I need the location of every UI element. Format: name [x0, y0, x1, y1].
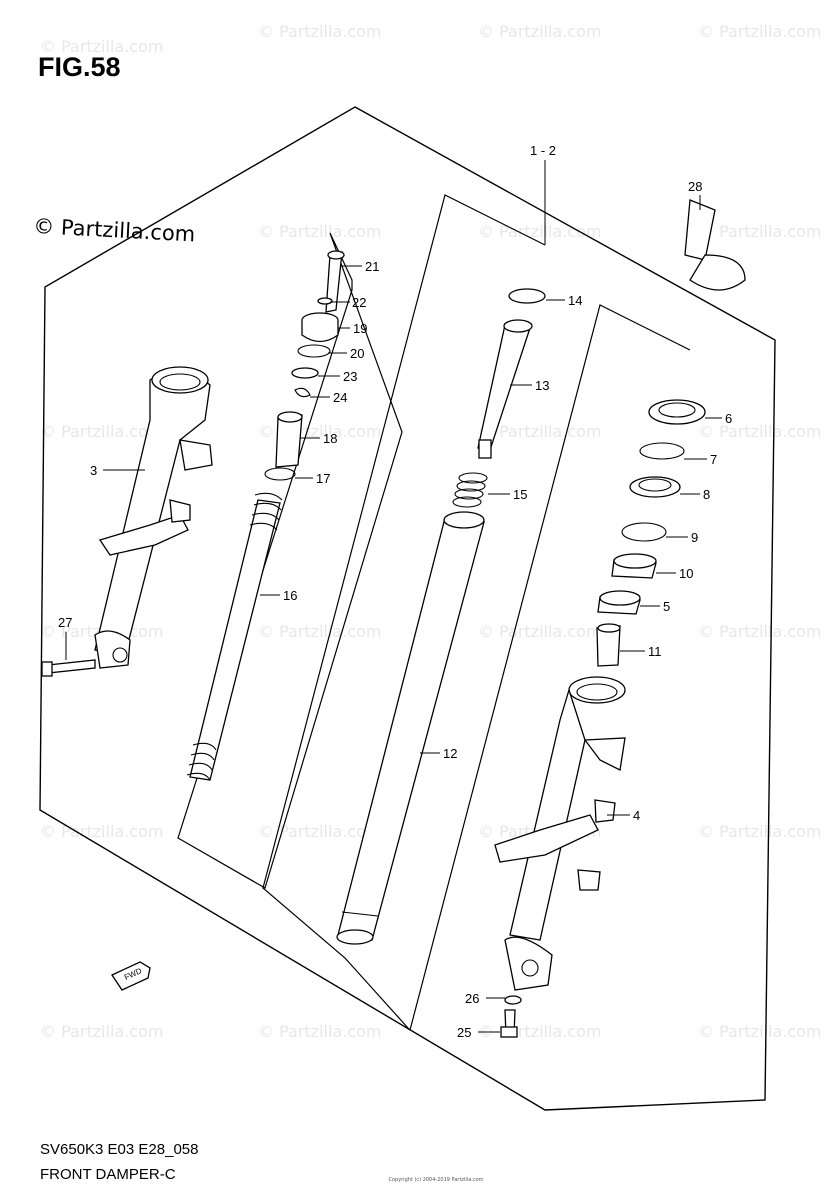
part-3-outer-tube-left [94, 366, 213, 669]
callout-11: 11 [648, 644, 662, 659]
panel-right-leg [409, 304, 691, 1031]
part-13-damper-rod [477, 319, 533, 459]
callout-28: 28 [688, 179, 702, 194]
callout-25: 25 [457, 1025, 471, 1040]
callout-10: 10 [679, 566, 693, 581]
callout-6: 6 [725, 411, 732, 426]
fine-print: Copyright (c) 2004-2019 Partzilla.com [388, 1177, 484, 1183]
part-8-oil-seal [629, 476, 681, 498]
part-17-ring [264, 467, 296, 481]
callout-27: 27 [58, 615, 72, 630]
part-14-ring [508, 288, 546, 304]
callout-14: 14 [568, 293, 582, 308]
callout-15: 15 [513, 487, 527, 502]
figure-title: FIG.58 [38, 52, 121, 82]
part-26-washer [504, 995, 522, 1005]
fwd-arrow-icon: FWD [111, 961, 151, 991]
part-10-guide-metal [611, 553, 657, 579]
part-15-spring [452, 472, 488, 508]
section-name: FRONT DAMPER-C [40, 1166, 176, 1183]
part-9-washer [621, 522, 667, 542]
part-19-cap-bolt [301, 312, 339, 343]
part-28-cover [684, 199, 746, 291]
leader-lines [65, 160, 722, 1033]
part-12-inner-tube [336, 511, 485, 945]
part-22-o-ring [317, 297, 333, 305]
callout-5: 5 [663, 599, 670, 614]
callout-3: 3 [90, 463, 97, 478]
part-25-bolt [500, 1009, 518, 1038]
part-27-bolt [41, 659, 96, 677]
part-5-slide-metal [597, 590, 641, 615]
callout-1-2: 1 - 2 [530, 143, 556, 158]
callout-7: 7 [710, 452, 717, 467]
part-4-outer-tube-right [494, 676, 626, 991]
part-6-dust-seal [648, 399, 706, 425]
callout-17: 17 [316, 471, 330, 486]
callout-21: 21 [365, 259, 379, 274]
callout-4: 4 [633, 808, 640, 823]
callout-9: 9 [691, 530, 698, 545]
callout-12: 12 [443, 746, 457, 761]
callout-24: 24 [333, 390, 347, 405]
part-24-clip [294, 387, 311, 398]
callout-22: 22 [352, 295, 366, 310]
part-23-washer [291, 367, 319, 379]
callout-26: 26 [465, 991, 479, 1006]
callout-8: 8 [703, 487, 710, 502]
part-21-adjuster-rod [325, 250, 345, 313]
part-16-spring [186, 492, 283, 781]
callout-13: 13 [535, 378, 549, 393]
assembly-boundary [39, 106, 776, 1111]
panel-inner-tube [262, 194, 546, 1031]
callout-16: 16 [283, 588, 297, 603]
callout-19: 19 [353, 321, 367, 336]
callout-18: 18 [323, 431, 337, 446]
callout-20: 20 [350, 346, 364, 361]
panel-spring [177, 232, 403, 889]
callout-23: 23 [343, 369, 357, 384]
part-11-piece [596, 623, 621, 667]
part-7-clip [639, 442, 685, 460]
part-20-o-ring [297, 344, 331, 358]
model-code: SV650K3 E03 E28_058 [40, 1141, 199, 1158]
part-18-spacer [275, 411, 303, 468]
